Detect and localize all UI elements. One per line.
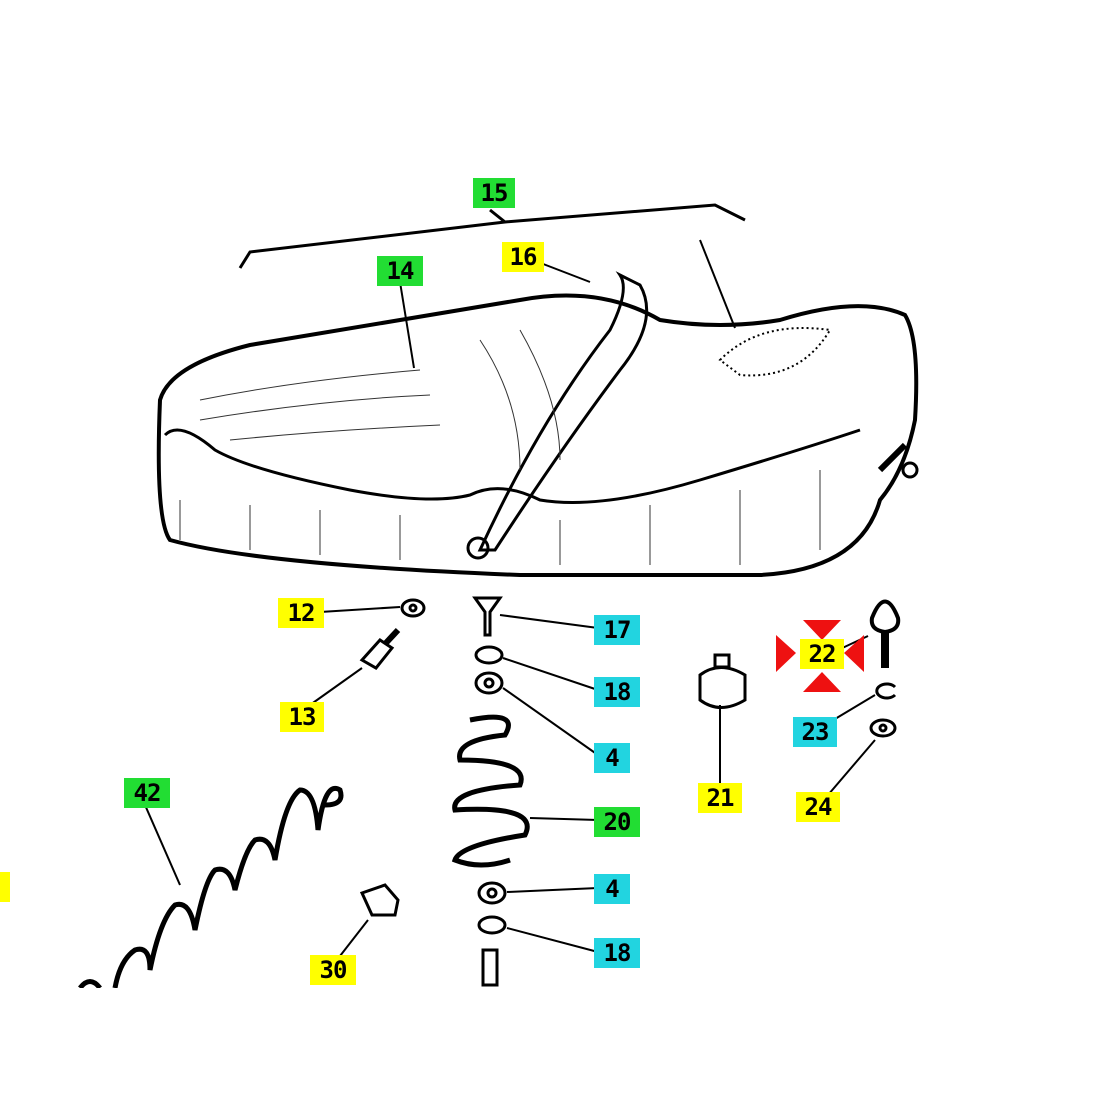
callout-15[interactable]: 15 xyxy=(473,178,515,208)
callout-4-lower[interactable]: 4 xyxy=(594,874,630,904)
callout-18[interactable]: 18 xyxy=(594,677,640,707)
callout-offscreen[interactable] xyxy=(0,872,10,902)
seat-illustration xyxy=(156,271,919,577)
callout-18-lower[interactable]: 18 xyxy=(594,938,640,968)
callout-12[interactable]: 12 xyxy=(278,598,324,628)
callout-20[interactable]: 20 xyxy=(594,807,640,837)
callout-23[interactable]: 23 xyxy=(793,717,837,747)
callout-17[interactable]: 17 xyxy=(594,615,640,645)
image-crop-edge xyxy=(0,988,1100,1100)
callout-21[interactable]: 21 xyxy=(698,783,742,813)
callout-16[interactable]: 16 xyxy=(502,242,544,272)
callout-42[interactable]: 42 xyxy=(124,778,170,808)
bracket-15 xyxy=(238,203,746,269)
callout-30[interactable]: 30 xyxy=(310,955,356,985)
callout-22-selected[interactable]: 22 xyxy=(800,639,844,669)
callout-13[interactable]: 13 xyxy=(280,702,324,732)
selection-marker-icon xyxy=(776,620,864,692)
callout-4[interactable]: 4 xyxy=(594,743,630,773)
callout-14[interactable]: 14 xyxy=(377,256,423,286)
callout-24[interactable]: 24 xyxy=(796,792,840,822)
